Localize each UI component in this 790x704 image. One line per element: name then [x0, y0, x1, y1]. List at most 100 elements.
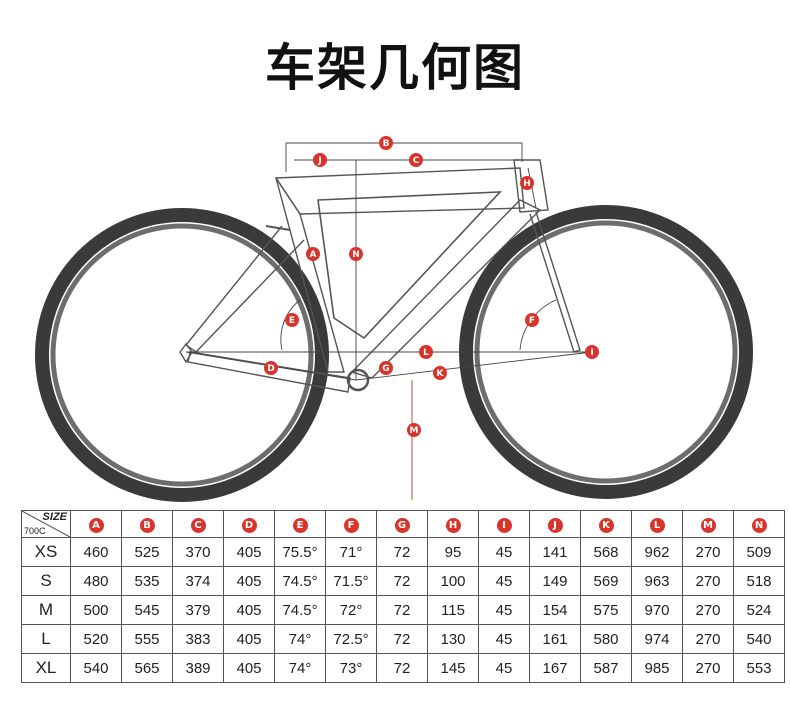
table-cell: 405 [223, 537, 275, 567]
table-cell: 72 [376, 624, 428, 654]
table-cell: 45 [478, 624, 530, 654]
table-cell: 540 [733, 624, 785, 654]
marker-i: I [585, 345, 599, 359]
table-cell: 167 [529, 653, 581, 683]
col-header-k: K [580, 510, 632, 538]
svg-text:G: G [382, 364, 389, 374]
marker-g: G [379, 361, 393, 375]
table-cell: 405 [223, 653, 275, 683]
table-cell: 45 [478, 566, 530, 596]
table-cell: 374 [172, 566, 224, 596]
table-cell: 145 [427, 653, 479, 683]
size-header-label: SIZE [42, 511, 67, 523]
table-cell: 115 [427, 595, 479, 625]
table-cell: 974 [631, 624, 683, 654]
col-header-e: E [274, 510, 326, 538]
table-cell: 389 [172, 653, 224, 683]
marker-k: K [433, 366, 447, 380]
size-cell: S [21, 566, 71, 596]
size-cell: XS [21, 537, 71, 567]
marker-l: L [419, 345, 433, 359]
marker-j: J [313, 153, 327, 167]
table-cell: 72.5° [325, 624, 377, 654]
marker-d: D [264, 361, 278, 375]
size-cell: M [21, 595, 71, 625]
col-header-c: C [172, 510, 224, 538]
table-cell: 74.5° [274, 566, 326, 596]
table-cell: 405 [223, 566, 275, 596]
table-cell: 100 [427, 566, 479, 596]
col-header-n: N [733, 510, 785, 538]
table-cell: 72 [376, 595, 428, 625]
table-cell: 379 [172, 595, 224, 625]
table-cell: 270 [682, 624, 734, 654]
bike-frame [179, 159, 581, 393]
marker-f: F [525, 313, 539, 327]
marker-m: M [407, 423, 421, 437]
table-row: L 520 555 383 405 74° 72.5° 72 130 45 16… [21, 624, 785, 654]
marker-a: A [306, 247, 320, 261]
col-header-f: F [325, 510, 377, 538]
table-cell: 141 [529, 537, 581, 567]
table-cell: 500 [70, 595, 122, 625]
table-cell: 569 [580, 566, 632, 596]
table-cell: 72 [376, 537, 428, 567]
table-cell: 405 [223, 595, 275, 625]
svg-text:J: J [317, 156, 321, 166]
svg-text:K: K [437, 369, 445, 379]
table-row: XS 460 525 370 405 75.5° 71° 72 95 45 14… [21, 537, 785, 567]
table-cell: 270 [682, 566, 734, 596]
marker-c: C [409, 153, 423, 167]
svg-text:C: C [413, 156, 420, 166]
svg-text:L: L [423, 348, 429, 358]
table-cell: 518 [733, 566, 785, 596]
page-title: 车架几何图 [265, 39, 525, 97]
table-cell: 545 [121, 595, 173, 625]
table-cell: 520 [70, 624, 122, 654]
table-cell: 45 [478, 653, 530, 683]
table-cell: 154 [529, 595, 581, 625]
table-cell: 524 [733, 595, 785, 625]
col-header-m: M [682, 510, 734, 538]
svg-text:F: F [529, 316, 535, 326]
table-cell: 970 [631, 595, 683, 625]
table-cell: 45 [478, 595, 530, 625]
table-cell: 95 [427, 537, 479, 567]
table-cell: 149 [529, 566, 581, 596]
table-cell: 985 [631, 653, 683, 683]
svg-text:B: B [383, 139, 390, 149]
table-row: XL 540 565 389 405 74° 73° 72 145 45 167… [21, 653, 785, 683]
wheel-header-label: 700C [24, 526, 46, 536]
table-cell: 72° [325, 595, 377, 625]
table-cell: 74° [274, 624, 326, 654]
table-cell: 45 [478, 537, 530, 567]
table-cell: 71.5° [325, 566, 377, 596]
col-header-a: A [70, 510, 122, 538]
size-cell: L [21, 624, 71, 654]
svg-text:N: N [352, 250, 360, 260]
table-cell: 565 [121, 653, 173, 683]
table-cell: 540 [70, 653, 122, 683]
dimension-markers: B J C H A N E F L I D G K M [264, 136, 599, 437]
table-cell: 130 [427, 624, 479, 654]
table-cell: 383 [172, 624, 224, 654]
svg-text:D: D [267, 364, 274, 374]
table-cell: 370 [172, 537, 224, 567]
table-row: S 480 535 374 405 74.5° 71.5° 72 100 45 … [21, 566, 785, 596]
marker-h: H [520, 176, 534, 190]
svg-text:A: A [310, 250, 317, 260]
table-cell: 74° [274, 653, 326, 683]
table-cell: 75.5° [274, 537, 326, 567]
table-header-row: SIZE 700C A B C D E F G H I J K L M N [21, 510, 785, 538]
table-cell: 72 [376, 653, 428, 683]
marker-b: B [379, 136, 393, 150]
table-cell: 480 [70, 566, 122, 596]
table-cell: 553 [733, 653, 785, 683]
table-cell: 72 [376, 566, 428, 596]
table-cell: 962 [631, 537, 683, 567]
svg-text:H: H [523, 179, 531, 189]
table-cell: 509 [733, 537, 785, 567]
measurement-lines [185, 142, 593, 500]
table-cell: 535 [121, 566, 173, 596]
table-cell: 963 [631, 566, 683, 596]
